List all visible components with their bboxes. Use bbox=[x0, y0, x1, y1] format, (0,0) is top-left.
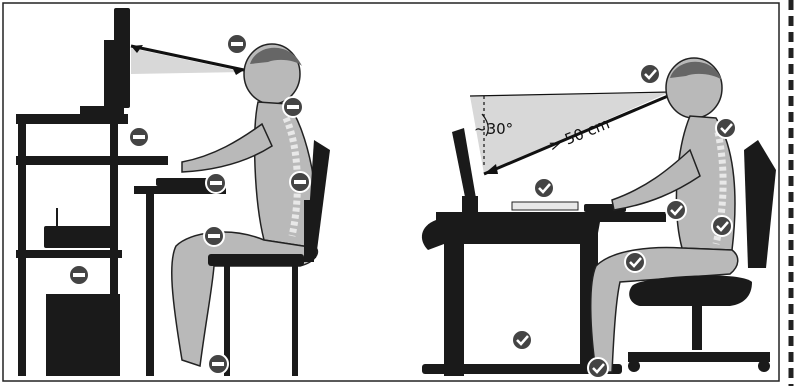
keyboard-left bbox=[156, 178, 208, 186]
wrong-marker-back bbox=[290, 172, 310, 192]
wrong-marker-monitor-height bbox=[129, 127, 149, 147]
viewing-angle-label: ~30° bbox=[474, 120, 513, 138]
wrong-marker-keyboard bbox=[206, 173, 226, 193]
right-marker-feet bbox=[588, 358, 608, 378]
right-marker-legroom bbox=[512, 330, 532, 350]
pc-tower-left bbox=[46, 294, 120, 376]
wrong-marker-shelf bbox=[69, 265, 89, 285]
wrong-marker-hip bbox=[204, 226, 224, 246]
right-marker-shoulder bbox=[716, 118, 736, 138]
right-marker-back bbox=[712, 216, 732, 236]
right-marker-knee bbox=[625, 252, 645, 272]
right-marker-desk-surface bbox=[534, 178, 554, 198]
right-marker-eyes bbox=[640, 64, 660, 84]
document-holder bbox=[512, 202, 578, 210]
wrong-marker-neck bbox=[283, 97, 303, 117]
wrong-marker-feet bbox=[208, 354, 228, 374]
right-marker-elbow bbox=[666, 200, 686, 220]
wrong-marker-eyes bbox=[227, 34, 247, 54]
